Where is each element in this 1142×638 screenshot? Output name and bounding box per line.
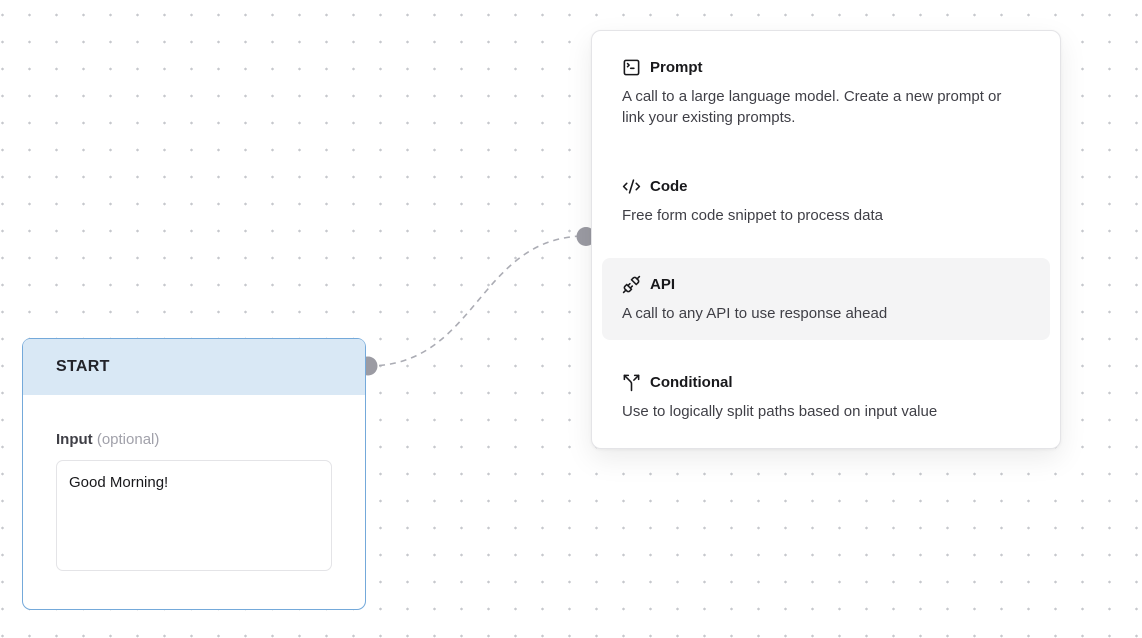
menu-item-description: A call to a large language model. Create… [622, 88, 1002, 126]
start-node[interactable]: START Input (optional) Good Morning! [22, 338, 366, 610]
menu-item-title-row: API [622, 274, 1030, 295]
menu-item-description: A call to any API to use response ahead [622, 305, 888, 322]
node-type-menu: Prompt A call to a large language model.… [591, 30, 1061, 449]
menu-item-label: Code [650, 178, 688, 195]
start-node-title: START [56, 358, 110, 375]
code-icon [622, 177, 641, 196]
menu-item-label: Prompt [650, 59, 703, 76]
connection-edge [367, 235, 587, 367]
menu-item-label: API [650, 276, 676, 293]
menu-item-code[interactable]: Code Free form code snippet to process d… [602, 160, 1050, 242]
input-optional-label: (optional) [96, 431, 160, 448]
unplug-icon [622, 275, 641, 294]
menu-item-prompt[interactable]: Prompt A call to a large language model.… [602, 41, 1050, 144]
menu-item-description: Free form code snippet to process data [622, 207, 883, 224]
split-icon [622, 373, 641, 392]
start-node-body: Input (optional) Good Morning! [23, 395, 365, 571]
start-input-textarea[interactable]: Good Morning! [56, 460, 332, 571]
input-label: Input [56, 431, 93, 448]
menu-item-description: Use to logically split paths based on in… [622, 403, 938, 420]
menu-item-title-row: Prompt [622, 57, 1030, 78]
menu-item-conditional[interactable]: Conditional Use to logically split paths… [602, 356, 1050, 438]
start-node-header[interactable]: START [23, 339, 365, 395]
menu-item-title-row: Conditional [622, 372, 1030, 393]
menu-item-title-row: Code [622, 176, 1030, 197]
square-terminal-icon [622, 58, 641, 77]
input-label-row: Input (optional) [56, 431, 332, 448]
menu-item-label: Conditional [650, 374, 733, 391]
menu-item-api[interactable]: API A call to any API to use response ah… [602, 258, 1050, 340]
